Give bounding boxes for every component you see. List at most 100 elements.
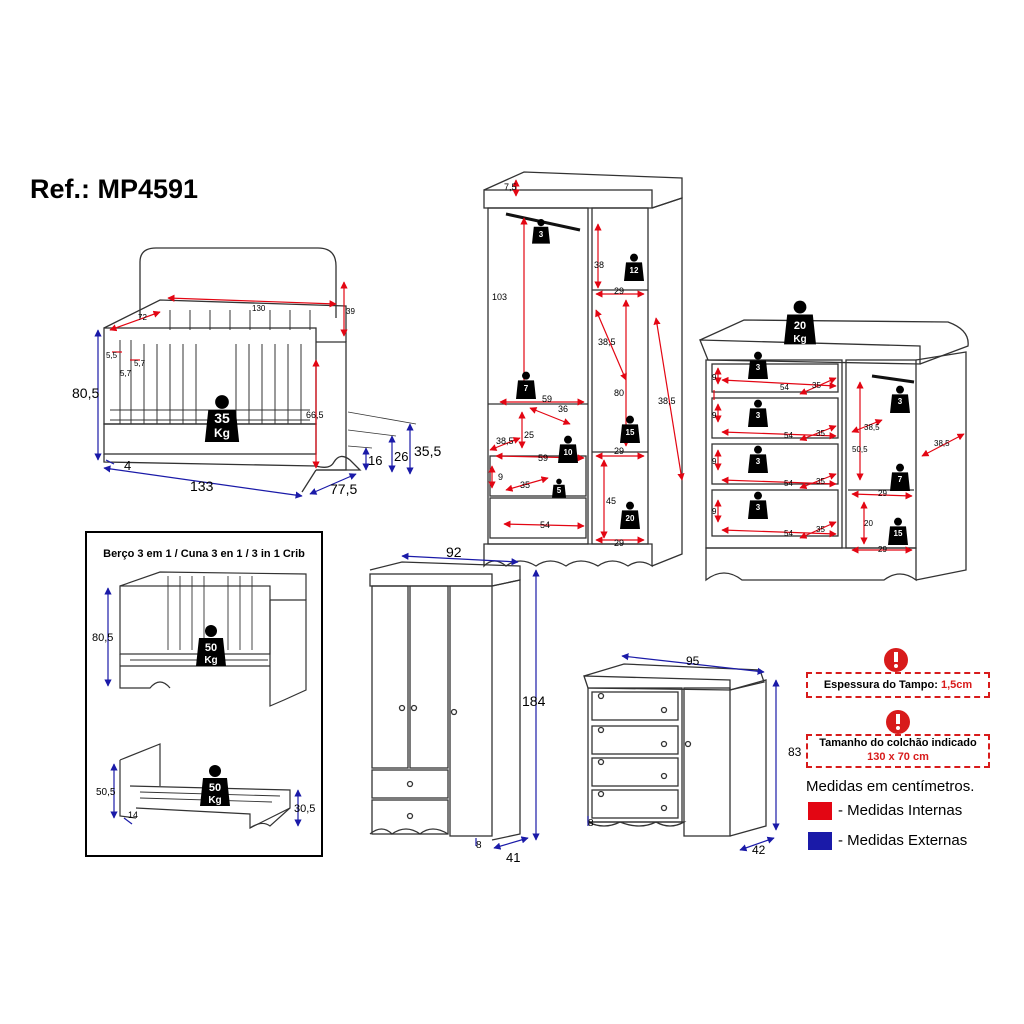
wardrobe-external-dims: [401, 552, 540, 850]
crib-modes-caption: Berço 3 em 1 / Cuna 3 en 1 / 3 in 1 Crib: [103, 548, 305, 560]
do-load-5: 3: [898, 397, 903, 406]
wardrobe-width: 92: [446, 544, 462, 560]
wo-drawer-h: 9: [498, 472, 503, 482]
do-side-depth: 38,5: [934, 439, 950, 448]
wo-low-w: 29: [614, 538, 624, 548]
crib-ext-height: 80,5: [72, 385, 99, 401]
external-legend: - Medidas Externas: [838, 832, 968, 849]
wo-drawer-gap: 25: [524, 430, 534, 440]
units-note: Medidas em centímetros.: [806, 778, 975, 795]
do-load-2: 3: [756, 411, 761, 420]
do-drawer-w-4: 54: [784, 529, 793, 538]
do-drawer-h-4: 9: [712, 507, 717, 516]
wardrobe-open-loads: [516, 219, 644, 529]
crib-int-width: 130: [252, 304, 266, 313]
crib-rail-b: 5,7: [134, 359, 146, 368]
do-load-7: 15: [894, 529, 903, 538]
do-load-3: 3: [756, 457, 761, 466]
crib-drawing: [103, 247, 362, 493]
toddler-load-unit: Kg: [204, 655, 217, 666]
wardrobe-foot: 8: [476, 840, 482, 851]
internal-legend: - Medidas Internas: [838, 802, 963, 819]
wo-hang-w: 59: [542, 394, 552, 404]
do-load-1: 3: [756, 363, 761, 372]
wo-load-1: 3: [539, 230, 544, 239]
do-load-6: 7: [898, 475, 903, 484]
wo-shelf-d: 36: [558, 404, 568, 414]
wo-upper-shelf-h: 38: [594, 260, 604, 270]
do-top-load-unit: Kg: [793, 334, 806, 345]
wo-drawer-w: 59: [538, 453, 548, 463]
wo-depth: 38,5: [658, 396, 676, 406]
junior-side: 30,5: [294, 803, 315, 815]
wardrobe-closed-drawing: [369, 561, 521, 841]
toddler-load-value: 50: [205, 642, 217, 654]
wo-bottom-w: 54: [540, 520, 550, 530]
toddler-bed-drawing: [119, 571, 307, 707]
crib-modes-box: [85, 531, 323, 857]
do-drawer-h-2: 9: [712, 411, 717, 420]
dresser-closed-drawing: [583, 663, 767, 837]
wo-load-2: 12: [630, 266, 639, 275]
do-right-h: 50,5: [852, 445, 868, 454]
wo-load-4: 15: [626, 428, 635, 437]
do-drawer-d-3: 35: [816, 477, 825, 486]
crib-side-height-3: 35,5: [414, 443, 441, 459]
do-drawer-h-3: 9: [712, 457, 717, 466]
wardrobe-open-drawing: [483, 171, 683, 568]
crib-rail-c: 5,7: [120, 369, 132, 378]
wo-load-5: 10: [564, 448, 573, 457]
do-shelf-w-1: 29: [878, 489, 887, 498]
crib-side-height-1: 16: [368, 453, 382, 468]
page-title: Ref.: MP4591: [30, 174, 199, 204]
toddler-height: 80,5: [92, 632, 113, 644]
dresser-width: 95: [686, 654, 700, 668]
do-drawer-h-1: 9: [712, 373, 717, 382]
junior-load-unit: Kg: [208, 795, 221, 806]
mattress-label: Tamanho do colchão indicado: [819, 737, 977, 749]
dresser-external-dims: [587, 653, 780, 852]
crib-internal-dims: [109, 281, 348, 469]
do-shelf-h: 20: [864, 519, 873, 528]
do-load-4: 3: [756, 503, 761, 512]
do-drawer-d-1: 35: [812, 381, 821, 390]
crib-int-depth: 72: [138, 313, 147, 322]
do-drawer-w-2: 54: [784, 431, 793, 440]
crib-bottom-gap: 4: [124, 458, 131, 473]
junior-load-value: 50: [209, 782, 221, 794]
top-thickness-label: Espessura do Tampo:: [823, 679, 938, 691]
wardrobe-depth: 41: [506, 850, 520, 865]
external-swatch: [808, 832, 832, 850]
crib-rail-a: 5,5: [106, 351, 118, 360]
crib-load-value: 35: [214, 410, 230, 426]
crib-external-dims: [94, 329, 414, 499]
warning-icon-2: [886, 710, 910, 734]
warning-icon: [884, 648, 908, 672]
mattress-note: Tamanho do colchão indicado 130 x 70 cm: [806, 734, 990, 768]
do-drawer-w-1: 54: [780, 383, 789, 392]
crib-headboard: 39: [346, 307, 355, 316]
crib-side-height-2: 26: [394, 449, 408, 464]
wo-mid-h: 38,5: [598, 337, 616, 347]
wardrobe-height: 184: [522, 693, 546, 709]
dresser-height: 83: [788, 745, 802, 759]
top-thickness-note: Espessura do Tampo: 1,5cm: [806, 672, 990, 698]
dresser-open-internal-dims: [713, 367, 965, 554]
crib-ext-width: 133: [190, 478, 214, 494]
do-drawer-d-4: 35: [816, 525, 825, 534]
mattress-value: 130 x 70 cm: [867, 751, 929, 763]
crib-int-height: 66,5: [306, 410, 324, 420]
do-drawer-d-2: 35: [816, 429, 825, 438]
wo-load-6: 5: [557, 486, 562, 495]
do-drawer-w-3: 54: [784, 479, 793, 488]
junior-height: 50,5: [96, 787, 116, 798]
dresser-open-loads: [748, 300, 910, 545]
junior-gap: 14: [128, 810, 138, 820]
dresser-open-drawing: [699, 319, 969, 582]
crib-ext-depth: 77,5: [330, 481, 357, 497]
wo-left-depth: 38,5: [496, 436, 514, 446]
top-thickness-value: 1,5cm: [940, 679, 973, 691]
wo-load-7: 20: [626, 514, 635, 523]
wo-hang-h: 103: [492, 292, 507, 302]
